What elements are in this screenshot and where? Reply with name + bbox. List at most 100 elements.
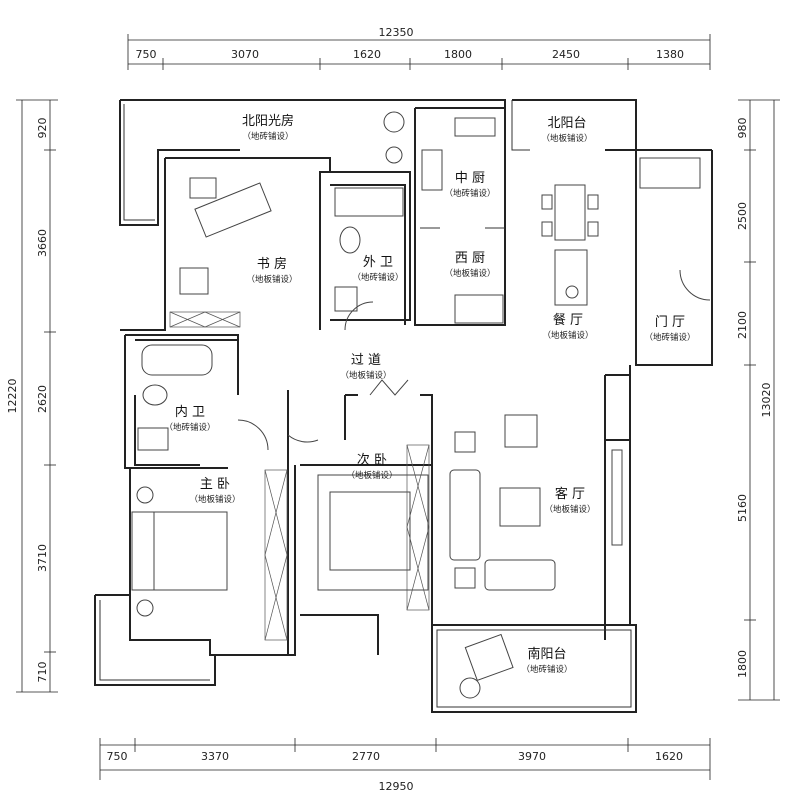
dimension-right: 980 2500 2100 5160 1800 13020 — [736, 99, 780, 701]
room-name: 过 道 — [351, 353, 381, 368]
room-floor: （地砖铺设） — [352, 272, 403, 283]
dim-right-seg-4: 5160 — [736, 494, 749, 522]
dining-chair — [541, 194, 553, 210]
room-floor: （地砖铺设） — [644, 332, 695, 343]
bathtub — [141, 344, 213, 376]
room-name: 客 厅 — [555, 486, 585, 502]
label-foyer: 门 厅 （地砖铺设） — [644, 315, 695, 343]
room-name: 北阳光房 — [242, 113, 294, 129]
master-bed — [131, 511, 228, 591]
dining-table — [554, 184, 586, 241]
bifold-door — [369, 379, 409, 396]
sofa — [449, 469, 481, 561]
dim-top-total: 12350 — [379, 26, 414, 39]
room-name: 餐 厅 — [553, 312, 583, 328]
entry-door-swing — [679, 269, 711, 301]
nightstand-lamp — [136, 486, 154, 504]
dim-right-seg-1: 980 — [736, 118, 749, 139]
island-sink — [565, 285, 579, 299]
room-floor: （地砖铺设） — [444, 188, 495, 199]
label-south-balcony: 南阳台 （地砖铺设） — [521, 646, 572, 675]
side-table — [454, 431, 476, 453]
dim-top-seg-5: 2450 — [552, 48, 580, 61]
room-floor: （地板铺设） — [189, 494, 240, 505]
dim-top-seg-4: 1800 — [444, 48, 472, 61]
lounge-chair — [464, 633, 514, 682]
fridge — [454, 294, 504, 324]
study-armchair — [179, 267, 209, 295]
second-bed — [329, 491, 411, 571]
room-floor: （地板铺设） — [246, 274, 297, 285]
master-bed-headboard — [131, 511, 155, 591]
room-floor: （地板铺设） — [340, 370, 391, 381]
dimension-left: 12220 920 3660 2620 3710 710 — [6, 99, 58, 693]
dim-right-seg-3: 2100 — [736, 311, 749, 339]
room-name: 次 卧 — [357, 452, 387, 468]
room-name: 门 厅 — [655, 315, 685, 330]
room-name: 主 卧 — [200, 477, 230, 492]
label-second-bedroom: 次 卧 （地板铺设） — [346, 452, 397, 481]
balcony-table — [459, 677, 481, 699]
dim-bottom-seg-3: 2770 — [352, 750, 380, 763]
guest-shower — [334, 187, 404, 217]
dim-right-seg-2: 2500 — [736, 202, 749, 230]
label-ensuite-bath: 内 卫 （地砖铺设） — [164, 404, 215, 433]
dim-bottom-seg-2: 3370 — [201, 750, 229, 763]
room-labels: 北阳光房 （地砖铺设） 北阳台 （地板铺设） 中 厨 （地砖铺设） 西 厨 （地… — [164, 113, 695, 675]
dim-top-seg-6: 1380 — [656, 48, 684, 61]
kitchen-island — [554, 249, 588, 306]
room-floor: （地板铺设） — [542, 330, 593, 341]
side-table — [454, 567, 476, 589]
rug — [317, 474, 429, 591]
label-chinese-kitchen: 中 厨 （地砖铺设） — [444, 171, 495, 199]
room-floor: （地板铺设） — [346, 470, 397, 481]
dim-left-seg-1: 920 — [36, 118, 49, 139]
label-north-sunroom: 北阳光房 （地砖铺设） — [242, 113, 294, 142]
room-floor: （地板铺设） — [541, 133, 592, 144]
room-name: 北阳台 — [547, 116, 586, 131]
stove — [421, 149, 443, 191]
room-name: 书 房 — [257, 256, 287, 272]
dim-bottom-seg-1: 750 — [107, 750, 128, 763]
study-wardrobe — [169, 311, 241, 328]
dim-left-total: 12220 — [6, 379, 19, 414]
dim-bottom-seg-4: 3970 — [518, 750, 546, 763]
room-name: 外 卫 — [363, 255, 393, 270]
room-floor: （地板铺设） — [444, 268, 495, 279]
dim-left-seg-5: 710 — [36, 662, 49, 683]
dining-chair — [587, 221, 599, 237]
door-swing — [287, 434, 319, 443]
label-corridor: 过 道 （地板铺设） — [340, 353, 391, 381]
study-desk — [194, 182, 272, 238]
dim-right-seg-5: 1800 — [736, 650, 749, 678]
guest-basin — [334, 286, 358, 312]
room-floor: （地砖铺设） — [164, 422, 215, 433]
armchair — [504, 414, 538, 448]
room-name: 西 厨 — [455, 251, 485, 266]
dim-left-seg-4: 3710 — [36, 544, 49, 572]
label-western-kitchen: 西 厨 （地板铺设） — [444, 251, 495, 279]
dimension-top: 12350 750 3070 1620 1800 2450 1380 — [127, 26, 711, 70]
coffee-table — [499, 487, 541, 527]
dining-chair — [541, 221, 553, 237]
room-floor: （地板铺设） — [544, 504, 595, 515]
label-living-room: 客 厅 （地板铺设） — [544, 486, 595, 515]
dim-right-total: 13020 — [760, 383, 773, 418]
label-guest-bath: 外 卫 （地砖铺设） — [352, 255, 403, 283]
label-dining: 餐 厅 （地板铺设） — [542, 312, 593, 341]
loveseat — [484, 559, 556, 591]
room-name: 内 卫 — [175, 404, 205, 420]
foyer-cabinet — [639, 157, 701, 189]
kitchen-sink — [454, 117, 496, 137]
dryer — [385, 146, 403, 164]
dim-left-seg-3: 2620 — [36, 385, 49, 413]
washing-machine — [383, 111, 405, 133]
fixtures — [131, 111, 711, 699]
study-chair — [189, 177, 217, 199]
master-wardrobe — [264, 469, 288, 641]
dim-top-seg-1: 750 — [136, 48, 157, 61]
dim-top-seg-3: 1620 — [353, 48, 381, 61]
room-name: 中 厨 — [455, 171, 485, 186]
tv-console — [611, 449, 623, 546]
dim-bottom-total: 12950 — [379, 780, 414, 793]
